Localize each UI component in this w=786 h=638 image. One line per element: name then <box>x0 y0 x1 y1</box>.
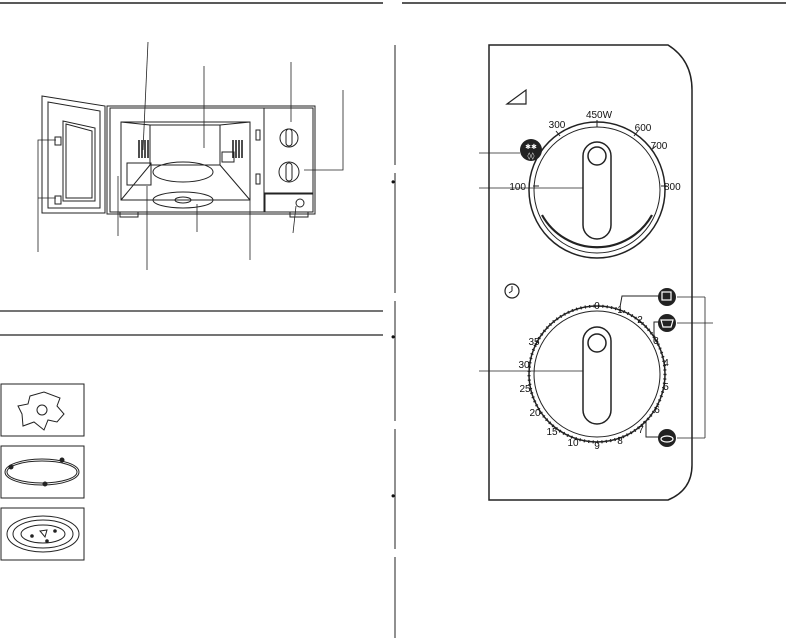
timer-program-brackets <box>619 295 659 438</box>
timer-label-15: 15 <box>546 427 558 438</box>
control-panel: 100 300 450W 600 700 800 ✱✱ ◊◊ 0 <box>479 44 713 501</box>
binding-mark: • <box>391 489 395 503</box>
waveguide-cover <box>221 151 235 163</box>
power-dial-labels: 100 300 450W 600 700 800 <box>509 110 681 193</box>
timer-label-6: 6 <box>654 405 660 416</box>
timer-label-3: 3 <box>653 336 659 347</box>
binding-marks: • • • <box>391 175 395 503</box>
dish-icon <box>658 429 676 447</box>
binding-mark: • <box>391 175 395 189</box>
oven-body <box>106 105 316 218</box>
panel-leader-lines <box>479 152 713 439</box>
timer-label-2: 2 <box>637 315 643 326</box>
leader-lines <box>37 41 344 270</box>
oven-door <box>41 95 106 214</box>
bowl-icon <box>658 314 676 332</box>
clock-icon <box>504 283 520 299</box>
timer-label-30: 30 <box>518 360 530 371</box>
timer-label-10: 10 <box>567 438 579 449</box>
door-window-plate <box>126 162 152 186</box>
timer-dial-labels: 0 1 2 3 4 5 6 7 8 9 10 15 20 25 30 35 <box>518 301 669 452</box>
cup-icon <box>658 288 676 306</box>
timer-label-4: 4 <box>663 358 669 369</box>
power-label-800: 800 <box>664 182 681 193</box>
timer-knob-grip <box>582 326 612 425</box>
coupler-icon <box>0 383 85 437</box>
turntable-icon <box>0 507 85 561</box>
power-dial[interactable] <box>528 120 667 259</box>
timer-label-20: 20 <box>529 408 541 419</box>
defrost-icon: ✱✱ ◊◊ <box>520 139 542 161</box>
power-label-700: 700 <box>651 141 668 152</box>
timer-label-9: 9 <box>594 441 600 452</box>
timer-label-0: 0 <box>594 301 600 312</box>
timer-label-7: 7 <box>638 425 644 436</box>
svg-text:✱✱: ✱✱ <box>525 143 537 151</box>
timer-label-35: 35 <box>528 337 540 348</box>
accessories-list <box>0 383 85 561</box>
power-label-300: 300 <box>549 120 566 131</box>
svg-text:◊◊: ◊◊ <box>528 152 535 160</box>
timer-label-8: 8 <box>617 436 623 447</box>
vent-right <box>232 140 243 158</box>
power-knob-grip <box>582 141 612 240</box>
power-label-600: 600 <box>635 123 652 134</box>
vent-left <box>138 140 149 158</box>
power-label-450w: 450W <box>586 110 613 121</box>
timer-label-5: 5 <box>663 382 669 393</box>
binding-mark: • <box>391 330 395 344</box>
timer-label-25: 25 <box>519 384 531 395</box>
power-triangle-icon <box>505 88 527 105</box>
roller-ring-icon <box>0 445 85 499</box>
timer-label-1: 1 <box>617 305 623 316</box>
timer-dial[interactable] <box>527 304 667 444</box>
oven-illustration <box>37 41 344 270</box>
power-label-100: 100 <box>509 182 526 193</box>
